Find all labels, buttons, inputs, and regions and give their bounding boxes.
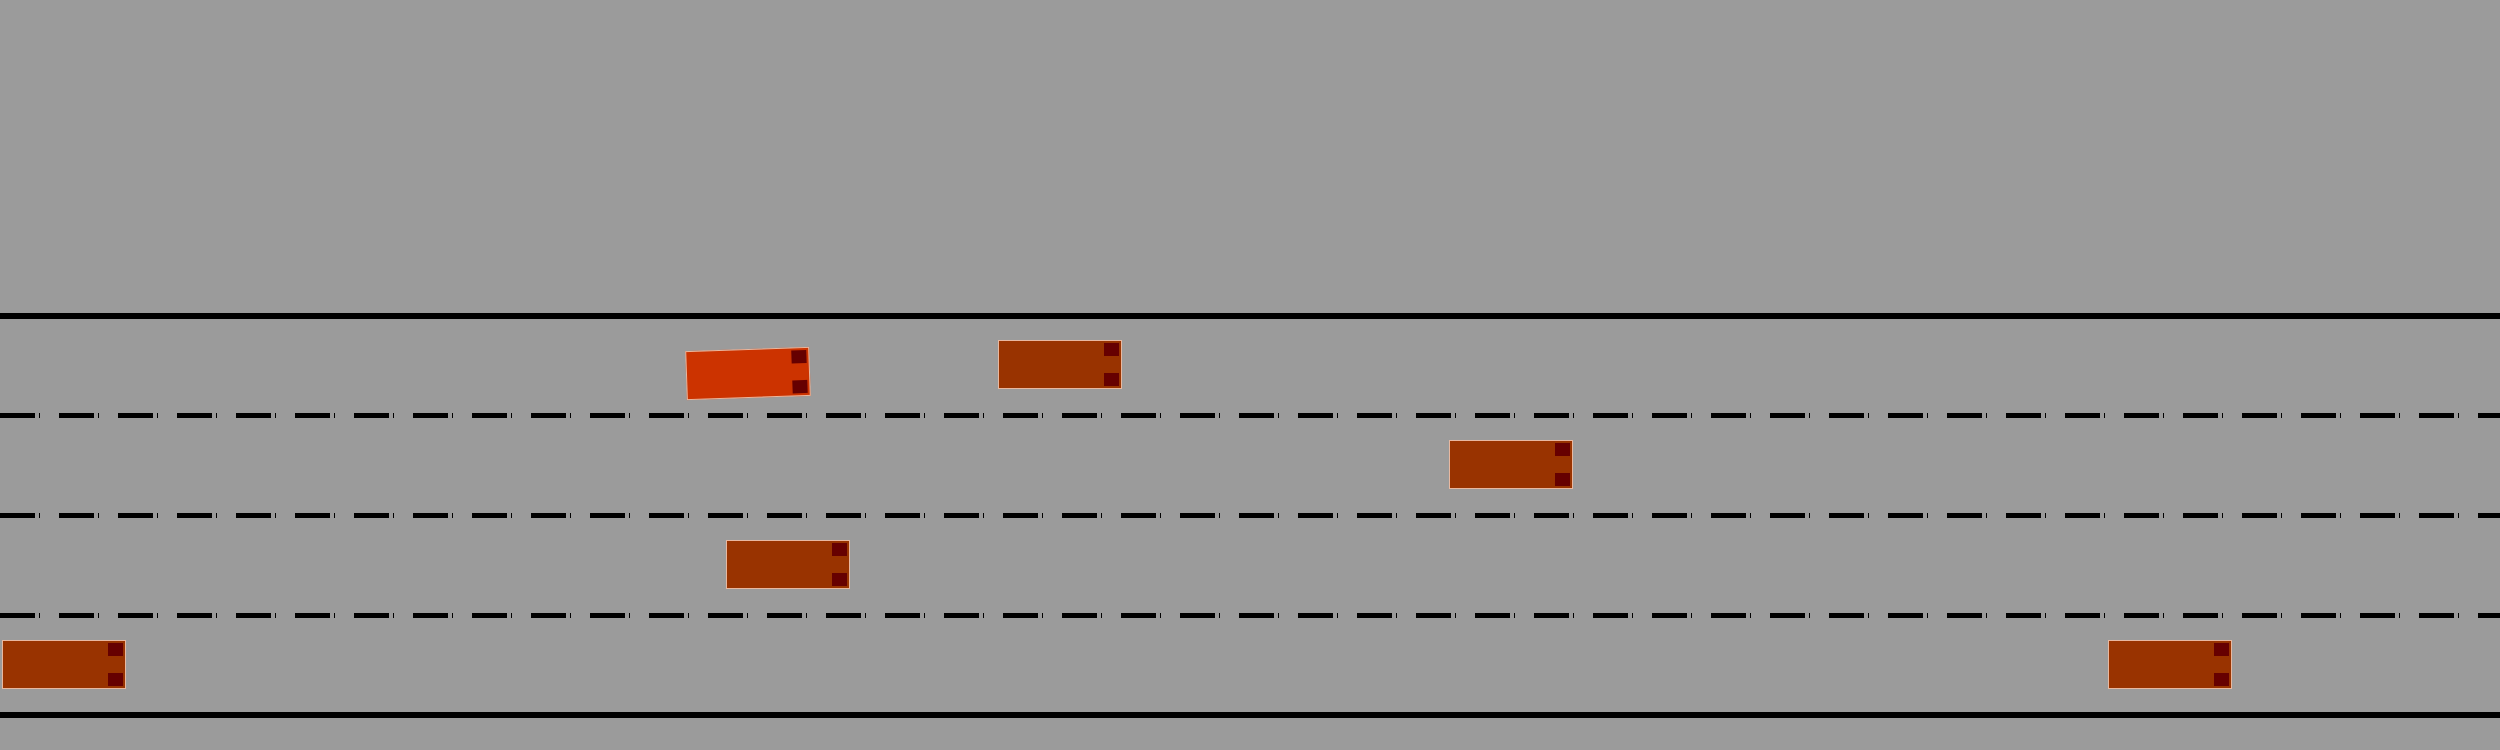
tail-light: [791, 349, 807, 364]
tail-light: [832, 543, 847, 556]
tail-light: [1555, 473, 1570, 486]
tail-light: [1104, 343, 1119, 356]
tail-light: [792, 379, 808, 394]
tail-light: [1104, 373, 1119, 386]
tail-light: [1555, 443, 1570, 456]
tail-light: [832, 573, 847, 586]
tail-light: [2214, 673, 2229, 686]
lane-divider: [0, 513, 2500, 518]
lane-divider: [0, 613, 2500, 618]
vehicle: [2, 640, 126, 689]
vehicle: [998, 340, 1122, 389]
vehicle: [1449, 440, 1573, 489]
road-top-edge: [0, 313, 2500, 319]
tail-light: [108, 643, 123, 656]
ego-vehicle: [685, 346, 811, 401]
tail-light: [2214, 643, 2229, 656]
vehicle: [726, 540, 850, 589]
lane-divider: [0, 413, 2500, 418]
tail-light: [108, 673, 123, 686]
road-bottom-edge: [0, 712, 2500, 718]
vehicle: [2108, 640, 2232, 689]
